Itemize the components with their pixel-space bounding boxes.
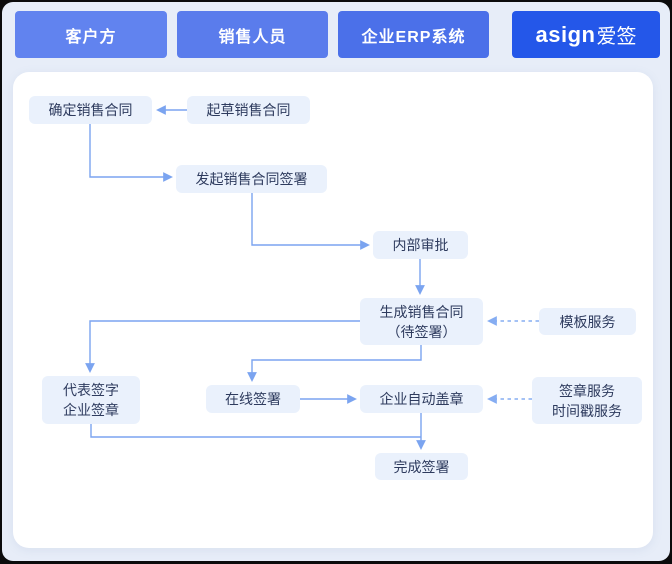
node-draft-contract: 起草销售合同 (187, 96, 310, 124)
node-confirm-contract: 确定销售合同 (29, 96, 152, 124)
lane-header-asign-logo: asign 爱签 (512, 11, 660, 58)
lane-header-erp: 企业ERP系统 (338, 11, 489, 58)
node-initiate-signing: 发起销售合同签署 (176, 165, 327, 193)
node-internal-approval: 内部审批 (373, 231, 468, 259)
node-online-sign: 在线签署 (206, 385, 300, 413)
asign-logo-cjk: 爱签 (596, 26, 637, 48)
node-seal-timestamp-service: 签章服务 时间戳服务 (532, 377, 642, 424)
node-generate-contract: 生成销售合同 （待签署） (360, 298, 483, 345)
lane-header-label: 销售人员 (218, 28, 287, 46)
lane-header-customer: 客户方 (15, 11, 167, 58)
node-auto-seal: 企业自动盖章 (360, 385, 483, 413)
node-complete-signing: 完成签署 (375, 453, 468, 480)
lane-header-label: 客户方 (65, 28, 117, 46)
asign-logo-latin: asign (535, 21, 596, 47)
lane-header-sales: 销售人员 (177, 11, 328, 58)
node-template-service: 模板服务 (539, 308, 636, 335)
lane-header-label: 企业ERP系统 (361, 28, 466, 46)
node-representative-sign: 代表签字 企业签章 (42, 376, 140, 424)
